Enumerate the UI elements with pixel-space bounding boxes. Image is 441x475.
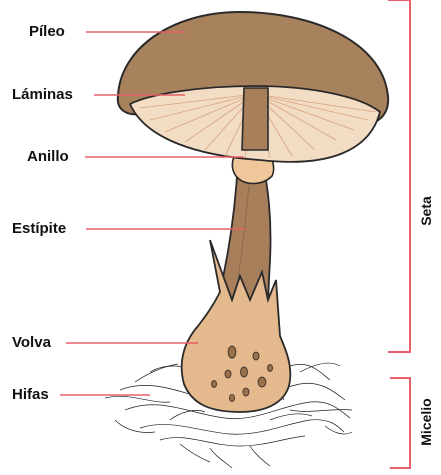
label-laminas: Láminas — [12, 86, 73, 104]
seta-bracket — [388, 0, 410, 352]
label-micelio: Micelio — [418, 392, 434, 452]
label-seta: Seta — [418, 191, 434, 231]
label-volva: Volva — [12, 334, 51, 352]
micelio-bracket — [390, 378, 410, 468]
label-hifas: Hifas — [12, 386, 49, 404]
label-pileo: Píleo — [29, 23, 65, 41]
label-estipite: Estípite — [12, 220, 66, 238]
label-anillo: Anillo — [27, 148, 69, 166]
